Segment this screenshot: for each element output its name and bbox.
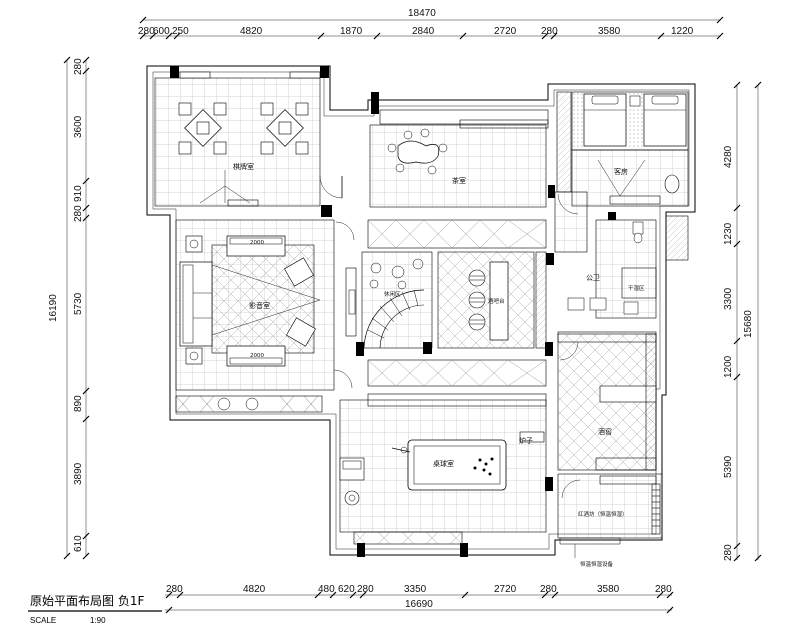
billiard-table xyxy=(391,439,507,491)
dim-label: 1230 xyxy=(723,222,734,245)
bed-right xyxy=(643,93,687,147)
dim-label: 280 xyxy=(138,26,155,37)
corridor-bottom xyxy=(367,359,547,387)
dim-label: 3300 xyxy=(723,287,734,310)
left-dimension-lines xyxy=(63,56,90,560)
room-label-wine: 酒窖 xyxy=(598,427,612,436)
bar-area: 酒吧台 xyxy=(437,251,547,349)
sofa-left xyxy=(179,261,213,347)
bottom-total-dim: 16690 xyxy=(405,599,433,610)
dim-label: 2840 xyxy=(412,26,435,37)
left-total-dim: 16190 xyxy=(48,294,59,322)
dim-label: 620 xyxy=(338,584,355,595)
tea-table xyxy=(387,128,448,175)
planters xyxy=(369,258,424,290)
dim-label: 3890 xyxy=(73,462,84,485)
cinema-room: 2000 2000 影音室 xyxy=(175,219,357,413)
dim-label: 610 xyxy=(73,535,84,552)
title-block: 原始平面布局图 负1F SCALE 1:90 xyxy=(28,594,162,625)
dim-label: 600 xyxy=(153,26,170,37)
sofa-bottom: 2000 xyxy=(226,345,286,367)
chess-room: 棋牌室 xyxy=(154,71,343,207)
dim-label: 3350 xyxy=(404,584,427,595)
billiards-room: 桌球室 炉子 xyxy=(339,393,547,545)
right-dimension-lines xyxy=(733,81,762,562)
dim-label: 280 xyxy=(166,584,183,595)
room-label-guest: 客房 xyxy=(614,167,628,176)
room-label-dry: 干湿区 xyxy=(628,284,645,292)
room-label-wc: 公卫 xyxy=(586,274,600,282)
dim-label: 3580 xyxy=(597,584,620,595)
dim-label: 3600 xyxy=(73,115,84,138)
mahjong-table-right xyxy=(260,102,309,155)
dim-label: 280 xyxy=(723,544,734,561)
wine-room: 酒窖 xyxy=(557,331,657,471)
dim-label: 280 xyxy=(541,26,558,37)
dim-label: 5390 xyxy=(723,455,734,478)
scale-label: SCALE xyxy=(30,616,56,625)
room-label-cinema: 影音室 xyxy=(249,301,270,310)
tea-room: 茶室 xyxy=(369,109,549,208)
dim-label: 2720 xyxy=(494,26,517,37)
public-wc: 公卫 干湿区 xyxy=(567,219,657,319)
dim-label: 5730 xyxy=(73,292,84,315)
spiral-stair xyxy=(363,289,425,349)
right-segment-labels: 4280 1230 3300 1200 5390 280 xyxy=(723,145,734,561)
corridor-top xyxy=(367,219,547,249)
dim-label: 280 xyxy=(73,205,84,222)
sofa-top: 2000 xyxy=(226,235,286,257)
right-total-dim: 15680 xyxy=(743,310,754,338)
left-segment-labels: 280 3600 910 280 5730 890 3890 610 xyxy=(73,58,84,552)
room-label-billiards: 桌球室 xyxy=(433,459,454,468)
room-label-lounge: 休闲区 xyxy=(384,290,401,298)
mahjong-table-left xyxy=(178,102,227,155)
bed-left xyxy=(583,93,627,147)
corridor-east xyxy=(554,191,588,253)
bottom-segment-labels: 280 4820 480 620 280 3350 2720 280 3580 … xyxy=(166,584,672,595)
top-total-dim: 18470 xyxy=(408,8,436,19)
lounge-area: 休闲区 xyxy=(361,251,433,349)
guest-room: 客房 xyxy=(556,91,689,207)
dim-label: 280 xyxy=(357,584,374,595)
dim-label: 1220 xyxy=(671,26,694,37)
plan-title: 原始平面布局图 负1F xyxy=(30,594,144,608)
dim-label: 2720 xyxy=(494,584,517,595)
room-label-chess: 棋牌室 xyxy=(233,162,254,171)
dim-label: 910 xyxy=(73,185,84,202)
scale-value: 1:90 xyxy=(90,616,106,625)
sofa-size-label: 2000 xyxy=(250,353,264,359)
dim-label: 890 xyxy=(73,395,84,412)
bottom-dimension-lines xyxy=(165,591,674,614)
dim-label: 4820 xyxy=(240,26,263,37)
room-label-bar: 酒吧台 xyxy=(488,297,505,305)
cellar-equipment-note: 恒温恒湿设备 xyxy=(580,560,614,568)
stair-east xyxy=(665,215,689,261)
dim-label: 250 xyxy=(172,26,189,37)
dim-label: 4280 xyxy=(723,145,734,168)
room-label-tea: 茶室 xyxy=(452,176,466,185)
dim-label: 280 xyxy=(540,584,557,595)
sofa-size-label: 2000 xyxy=(250,240,264,246)
dim-label: 1200 xyxy=(723,355,734,378)
wine-cellar: 红酒坊（恒温恒湿） 恒温恒湿设备 xyxy=(557,473,663,568)
dim-label: 4820 xyxy=(243,584,266,595)
room-label-cellar: 红酒坊（恒温恒湿） xyxy=(578,510,628,518)
dim-label: 3580 xyxy=(598,26,621,37)
top-segment-labels: 280 600 250 4820 1870 2840 2720 280 3580… xyxy=(138,26,694,37)
room-label-fireplace: 炉子 xyxy=(519,436,533,445)
dim-label: 280 xyxy=(73,58,84,75)
dim-label: 1870 xyxy=(340,26,363,37)
top-dimension-lines xyxy=(139,16,724,40)
dim-label: 480 xyxy=(318,584,335,595)
dim-label: 280 xyxy=(655,584,672,595)
